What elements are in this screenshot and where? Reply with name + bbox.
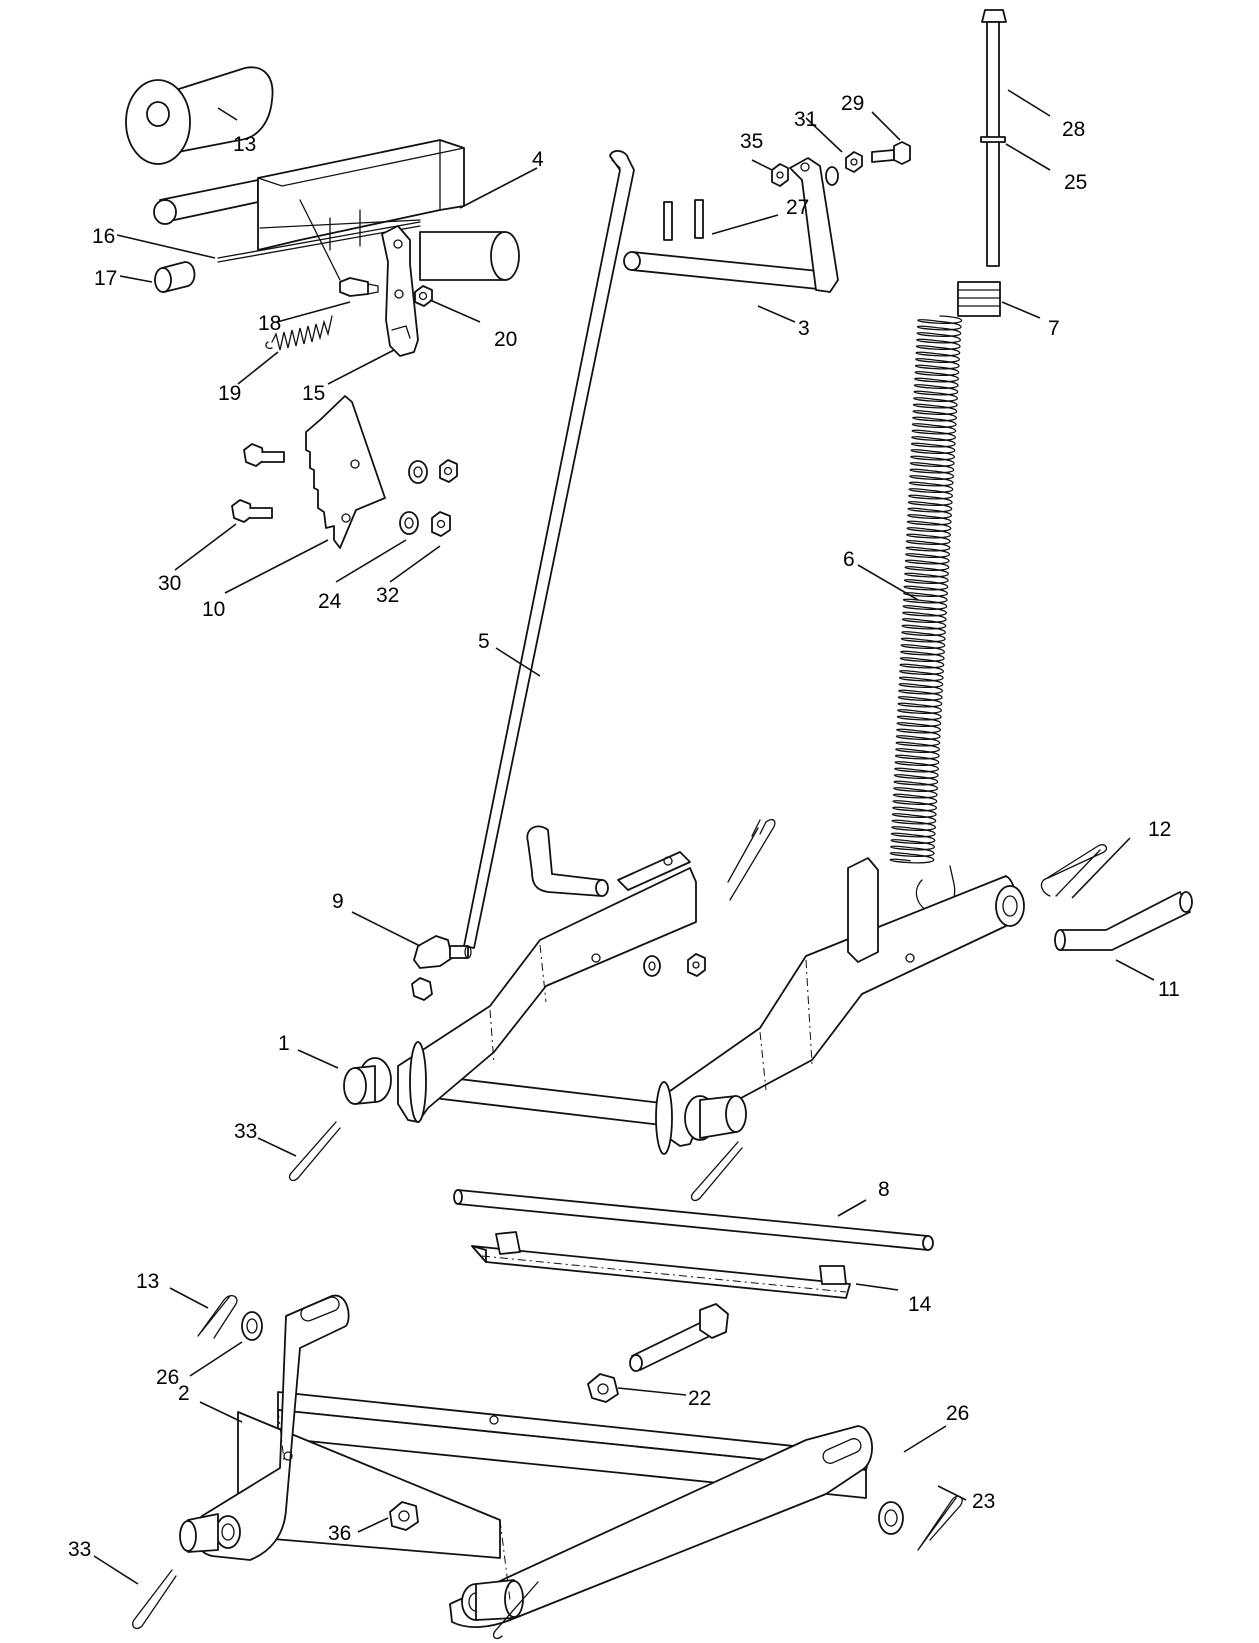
washer-mid [643,955,661,977]
part-33-cotter-pin-mid [690,1141,743,1202]
part-9-swivel [413,935,472,969]
callout-25: 25 [1064,171,1087,194]
part-23-nut [587,1373,619,1403]
callout-2: 2 [178,1382,190,1405]
callout-1: 1 [278,1032,290,1055]
callout-16: 15 [302,382,325,405]
part-18-cap [154,261,196,293]
part-31-nut [845,151,863,173]
part-31-washer [825,166,839,186]
callout-9: 9 [332,890,344,913]
part-24-washer [399,511,419,535]
callout-31: 31 [794,108,817,131]
part-33-cotter-pin-upper [288,1121,341,1182]
callout-3: 3 [798,317,810,340]
callout-14: 14 [908,1293,932,1316]
part-11-bent-pin [1054,891,1193,951]
part-26-washer-right [878,1501,904,1535]
callout-20: 19 [218,382,241,405]
leader-lines [93,89,1155,1585]
part-28-tension-rod [981,9,1007,267]
callout-33-upper: 33 [234,1120,257,1143]
part-27-roll-pin [663,199,704,241]
callout-32: 32 [376,584,399,607]
part-33-cotter-pin-lower-right [492,1581,539,1640]
part-3-cross-shaft [623,157,839,293]
part-1-lift-arm-assembly [343,825,1025,1155]
part-22-nut [414,285,433,307]
callout-5: 5 [478,630,490,653]
part-5-lift-rod [463,150,635,949]
part-24-washer-upper [408,460,428,484]
callout-15: 13 [233,133,256,156]
callout-28: 28 [1062,118,1085,141]
part-32-nut-upper [439,459,458,483]
part-32-nut [431,511,451,537]
part-12-hair-pin-upper [727,818,776,901]
callout-17: 16 [92,225,115,248]
part-6-extension-spring [889,315,962,914]
part-35-nut [771,163,789,187]
callout-30: 30 [158,572,181,595]
part-7-spring-cap [957,281,1001,317]
part-4-pivot-bracket [153,139,520,281]
part-14-bar [471,1231,851,1299]
part-30-bolt-upper [243,443,285,467]
callout-8: 8 [878,1178,890,1201]
callout-11: 11 [1158,978,1180,1001]
callout-labels: 13 4 16 17 18 20 19 15 30 10 24 32 35 27… [68,92,1180,1561]
part-13-hair-pin-right [917,1495,963,1551]
part-10-quadrant-plate [305,395,386,549]
part-29-bolt [871,141,911,165]
callout-23: 22 [688,1387,711,1410]
callout-12: 12 [1148,818,1171,841]
callout-22: 20 [494,328,517,351]
part-19-shoulder-bolt [339,277,379,297]
part-20-spring [265,315,333,351]
callout-4: 4 [532,148,544,171]
callout-26-right: 26 [946,1402,969,1425]
part-36-nut [389,1501,419,1531]
callout-13-left: 13 [136,1270,159,1293]
part-9-nut [411,977,433,1001]
callout-29: 29 [841,92,864,115]
callout-7: 7 [1048,317,1060,340]
part-23-bolt [629,1303,729,1372]
callout-13-right: 23 [972,1490,995,1513]
callout-24: 24 [318,590,342,613]
callout-36: 36 [328,1522,351,1545]
part-2-lower-frame [179,1294,873,1628]
part-13-hair-pin-left [197,1294,238,1339]
callout-35: 35 [740,130,763,153]
callout-18: 17 [94,267,117,290]
part-15-grip [125,66,274,165]
callout-26-left: 26 [156,1366,179,1389]
part-12-hair-pin [1040,844,1108,897]
callout-10: 10 [202,598,225,621]
part-8-clevis-pin [453,1189,934,1251]
part-25-ring [980,136,1006,143]
callout-19: 18 [258,312,281,335]
callout-27: 27 [786,196,809,219]
part-30-bolt [231,499,273,523]
part-33-cotter-pin-lower-left [132,1569,177,1630]
callout-6: 6 [843,548,855,571]
nut-mid [687,953,706,977]
callout-33-lower: 33 [68,1538,91,1561]
part-26-washer-left [241,1311,263,1341]
part-16-detent-lever [381,225,419,357]
